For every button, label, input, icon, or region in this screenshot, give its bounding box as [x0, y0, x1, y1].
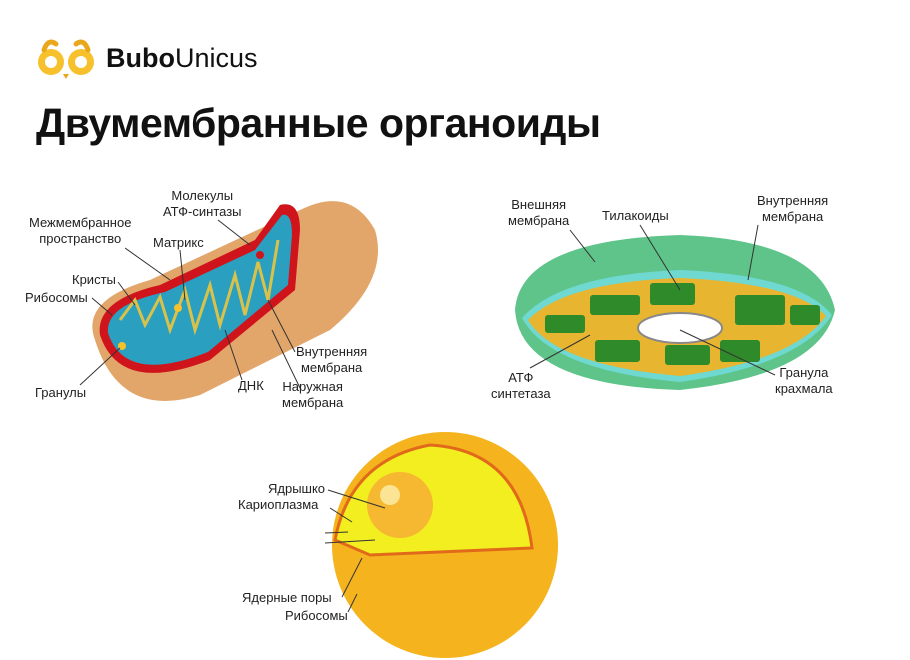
label-karyoplasm: Кариоплазма — [238, 497, 319, 512]
brand-name: BuboUnicus — [106, 42, 258, 73]
nucleus-illustration — [332, 432, 558, 658]
brand-logo: BuboUnicus — [36, 36, 258, 80]
label-thylakoids: Тилакоиды — [602, 208, 669, 223]
label-ribosomes-mito: Рибосомы — [25, 290, 88, 305]
page-title: Двумембранные органоиды — [36, 100, 601, 146]
ok-hands-owl-icon — [38, 39, 94, 79]
mitochondrion-illustration — [92, 201, 379, 401]
label-granules: Гранулы — [35, 385, 87, 400]
chloroplast-illustration — [515, 235, 835, 390]
label-nuclear-pores: Ядерные поры — [242, 590, 332, 605]
label-matrix: Матрикс — [153, 235, 204, 250]
label-ribosomes-nucleus: Рибосомы — [285, 608, 348, 623]
label-cristae: Кристы — [72, 272, 116, 287]
label-dna: ДНК — [238, 378, 264, 393]
label-nucleolus: Ядрышко — [268, 481, 326, 496]
